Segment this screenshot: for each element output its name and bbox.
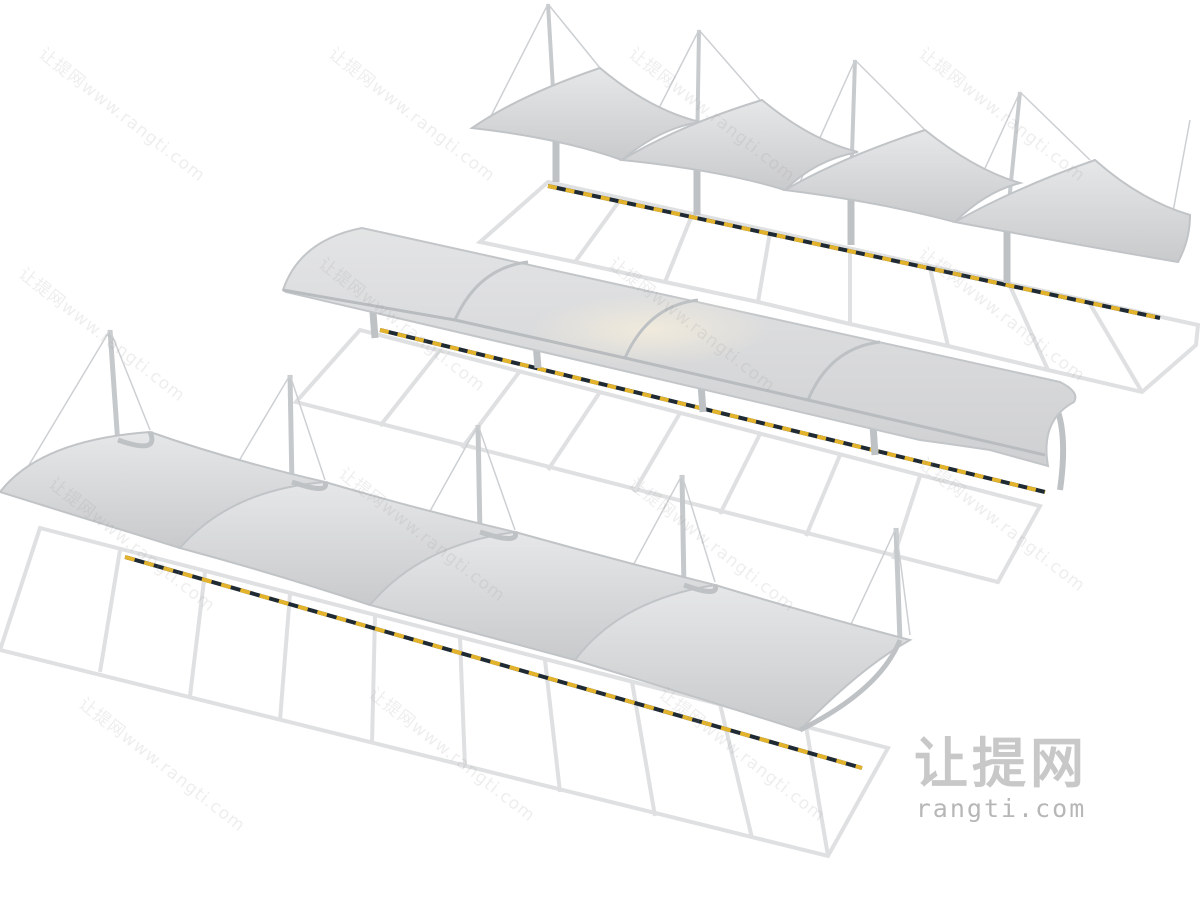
front-curb-stripes [124,555,863,770]
front-canopy-masts [107,329,903,643]
middle-parking-row [281,226,1077,585]
back-parking-row [469,3,1200,395]
middle-curb-stripes [379,328,1046,494]
middle-canopy-roof [281,226,1077,468]
front-parking-lines [0,525,892,859]
front-canopy-support-arms [117,431,903,733]
brand-watermark: 让提网 rangti.com [914,734,1088,824]
back-parking-lines [475,179,1200,395]
brand-name: 让提网 [914,732,1088,795]
brand-url: rangti.com [915,794,1087,823]
front-canopy-membranes [0,430,913,732]
back-canopy-membranes [469,66,1192,264]
back-curb-stripes [547,184,1161,320]
front-parking-row [0,329,913,859]
